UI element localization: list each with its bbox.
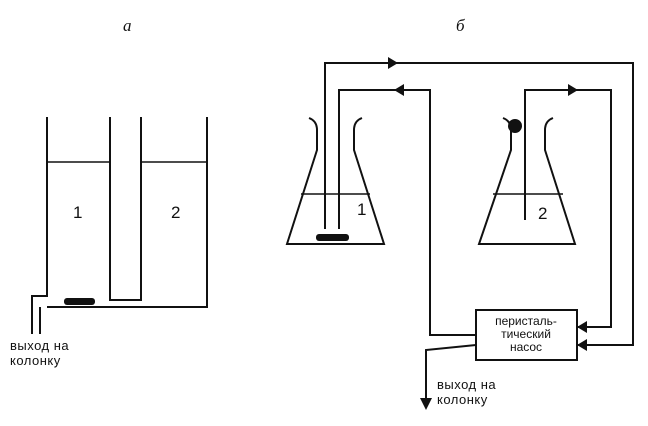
peristaltic-pump-box: [475, 309, 578, 361]
pump-label-line3: насос: [509, 340, 543, 354]
flow-arrow-flask2: [568, 84, 578, 96]
flask-2-stopper: [508, 119, 522, 133]
flow-arrow-pump-in-1: [577, 321, 587, 333]
chamber-1-label: 1: [73, 203, 83, 222]
flow-arrow-flask1: [394, 84, 404, 96]
stir-bar-a: [64, 298, 95, 305]
flow-arrow-pump-in-2: [577, 339, 587, 351]
pump-label-line2: тический: [501, 327, 551, 341]
flask-1-label: 1: [357, 200, 367, 219]
two-chamber-mixer: [31, 117, 208, 334]
flask-1-outline: [285, 117, 386, 245]
flask-2-label: 2: [538, 204, 548, 223]
outlet-label-b-line1: выход на: [437, 377, 497, 392]
pump-label-line1: перисталь-: [495, 314, 557, 328]
flask-2-outline: [477, 117, 577, 245]
tube-to-column: [425, 344, 477, 400]
outlet-label-a-line2: колонку: [10, 353, 61, 368]
chamber-2-label: 2: [171, 203, 181, 222]
tube-flask1-outer: [324, 62, 634, 346]
flask-system: [285, 57, 634, 410]
mixer-floor: [47, 117, 208, 308]
outlet-label-b-line2: колонку: [437, 392, 488, 407]
mixer-outer-wall: [31, 117, 48, 314]
flow-arrow-top: [388, 57, 398, 69]
tube-flask1-return: [338, 89, 476, 336]
stir-bar-b: [316, 234, 349, 241]
outlet-tube: [31, 296, 41, 334]
panel-b-letter: б: [456, 16, 465, 35]
flow-arrow-outlet: [420, 398, 432, 410]
tube-flask2-return: [524, 89, 612, 328]
outlet-label-a-line1: выход на: [10, 338, 70, 353]
panel-a-letter: а: [123, 16, 132, 35]
chamber-partition: [109, 117, 142, 301]
